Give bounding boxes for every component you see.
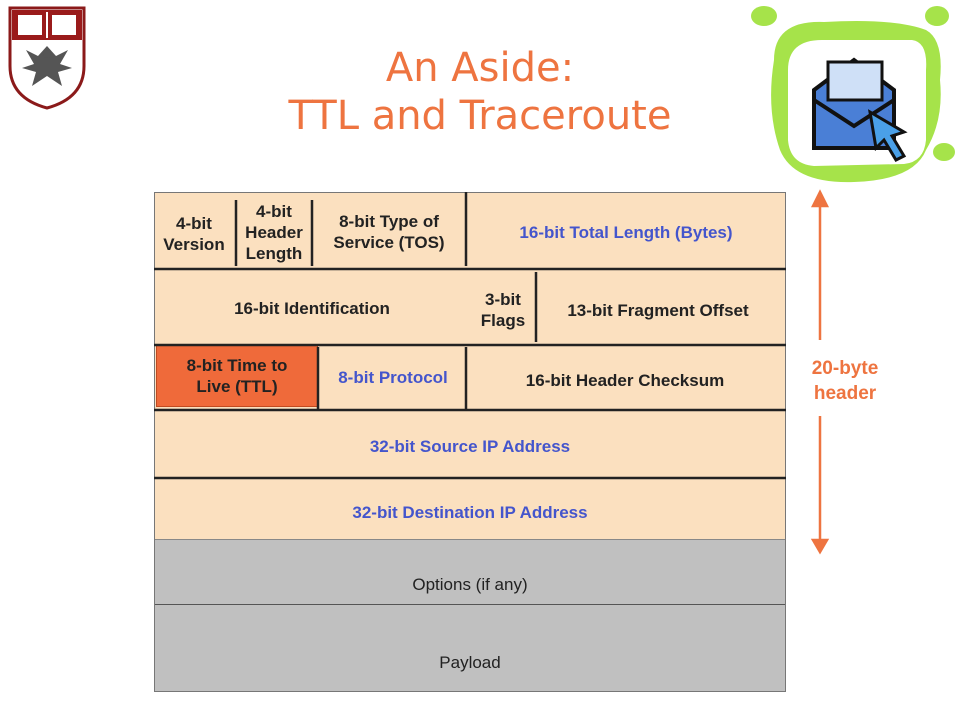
- university-crest-icon: [8, 6, 86, 110]
- ttl-line-1: 8-bit Time to: [186, 356, 288, 375]
- hlen-line-3: Length: [245, 243, 303, 263]
- source-ip-field: 32-bit Source IP Address: [369, 436, 571, 456]
- hlen-line-1: 4-bit: [256, 201, 292, 221]
- title-line-2: TTL and Traceroute: [288, 93, 672, 139]
- flags-line-1: 3-bit: [485, 290, 521, 309]
- payload-label: Payload: [439, 652, 501, 672]
- open-envelope-cursor-icon: [751, 6, 955, 183]
- identification-field: 16-bit Identification: [234, 298, 390, 318]
- fragment-offset-field: 13-bit Fragment Offset: [567, 300, 749, 320]
- ttl-field-highlight: [156, 345, 318, 407]
- payload-area: [154, 604, 786, 692]
- flags-line-2: Flags: [480, 311, 526, 330]
- diagram-outline: [154, 192, 786, 692]
- checksum-field: 16-bit Header Checksum: [525, 370, 725, 390]
- protocol-field: 8-bit Protocol: [338, 367, 448, 387]
- version-line-2: Version: [163, 235, 225, 254]
- total-length-field: 16-bit Total Length (Bytes): [519, 222, 733, 242]
- tos-line-1: 8-bit Type of: [339, 212, 439, 231]
- hlen-line-2: Header: [245, 222, 303, 242]
- options-label: Options (if any): [412, 574, 528, 594]
- version-line-1: 4-bit: [176, 214, 212, 233]
- title-line-1: An Aside:: [385, 45, 575, 91]
- slide-title: An Aside: TTL and Traceroute: [230, 44, 730, 140]
- header-size-label: 20-byte header: [800, 356, 890, 406]
- header-size-line-1: 20-byte: [811, 358, 879, 379]
- ttl-field: 8-bit Time to Live (TTL): [156, 347, 318, 405]
- ttl-line-2: Live (TTL): [196, 377, 278, 396]
- tos-line-2: Service (TOS): [333, 233, 445, 252]
- options-area: [154, 539, 786, 604]
- header-size-line-2: header: [813, 383, 877, 404]
- destination-ip-field: 32-bit Destination IP Address: [352, 502, 588, 522]
- tos-field: 8-bit Type of Service (TOS): [314, 204, 464, 260]
